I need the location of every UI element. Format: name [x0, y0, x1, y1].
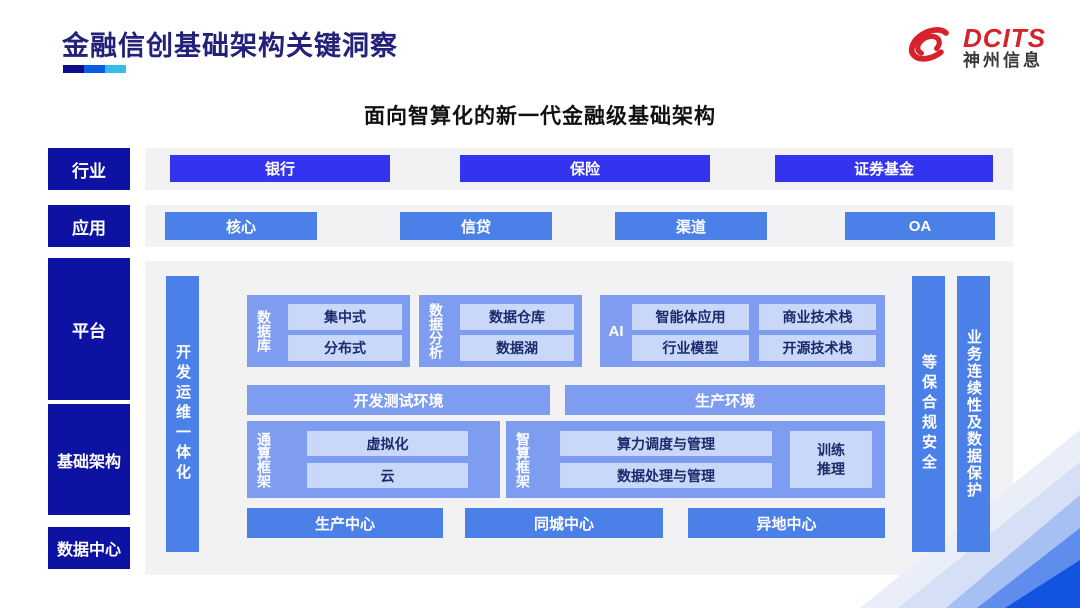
page-title: 金融信创基础架构关键洞察: [62, 31, 398, 61]
ai-item-industry-model: 行业模型: [632, 335, 749, 361]
application-item-credit: 信贷: [400, 212, 552, 240]
dcits-logo: DCITS 神州信息: [905, 20, 1046, 75]
database-item-distributed: 分布式: [288, 335, 402, 361]
general-framework-panel: 通算框架 虚拟化 云: [247, 421, 500, 498]
industry-row: 银行 保险 证券基金: [145, 148, 1013, 190]
intelligent-framework-panel: 智算框架 算力调度与管理 数据处理与管理 训练 推理: [506, 421, 885, 498]
general-item-virtualization: 虚拟化: [307, 431, 468, 456]
logo-brand-text: DCITS: [963, 22, 1046, 53]
center-remote: 异地中心: [688, 508, 885, 538]
database-panel: 数据库 集中式 分布式: [247, 295, 410, 367]
application-item-oa: OA: [845, 212, 995, 240]
diagram-subtitle: 面向智算化的新一代金融级基础架构: [364, 105, 716, 128]
production-environment-bar: 生产环境: [565, 385, 885, 415]
application-row: 核心 信贷 渠道 OA: [145, 205, 1013, 247]
analytics-panel-label: 数据分析: [428, 303, 444, 359]
ai-panel: AI 智能体应用 商业技术栈 行业模型 开源技术栈: [600, 295, 885, 367]
title-underline: [63, 65, 126, 73]
intelligent-item-compute-scheduling: 算力调度与管理: [560, 431, 772, 456]
center-same-city: 同城中心: [465, 508, 663, 538]
intelligent-framework-label: 智算框架: [515, 431, 531, 488]
dev-test-environment-bar: 开发测试环境: [247, 385, 550, 415]
layer-label-industry: 行业: [48, 148, 130, 190]
analytics-panel: 数据分析 数据仓库 数据湖: [419, 295, 582, 367]
application-item-core: 核心: [165, 212, 317, 240]
platform-container: 开发运维一体化 数据库 集中式 分布式 数据分析 数据仓库 数据湖 AI 智能体…: [145, 261, 1013, 575]
database-item-centralized: 集中式: [288, 304, 402, 330]
layer-label-application: 应用: [48, 205, 130, 247]
business-continuity-bar: 业务连续性及数据保护: [957, 276, 990, 552]
ai-item-opensource-stack: 开源技术栈: [759, 335, 876, 361]
security-compliance-bar: 等保合规安全: [912, 276, 945, 552]
industry-item-insurance: 保险: [460, 155, 710, 182]
ai-panel-label: AI: [608, 322, 624, 340]
analytics-item-lake: 数据湖: [460, 335, 574, 361]
layer-label-infrastructure: 基础架构: [48, 404, 130, 515]
center-production: 生产中心: [247, 508, 443, 538]
industry-item-securities: 证券基金: [775, 155, 993, 182]
ai-item-commercial-stack: 商业技术栈: [759, 304, 876, 330]
layer-label-datacenter: 数据中心: [48, 527, 130, 569]
dcits-swirl-icon: [905, 20, 955, 75]
general-framework-label: 通算框架: [256, 431, 272, 488]
layer-label-platform: 平台: [48, 258, 130, 400]
general-item-cloud: 云: [307, 463, 468, 488]
database-panel-label: 数据库: [256, 310, 272, 352]
intelligent-item-data-processing: 数据处理与管理: [560, 463, 772, 488]
analytics-item-warehouse: 数据仓库: [460, 304, 574, 330]
devops-vertical-bar: 开发运维一体化: [166, 276, 199, 552]
application-item-channel: 渠道: [615, 212, 767, 240]
industry-item-bank: 银行: [170, 155, 390, 182]
logo-company-text: 神州信息: [963, 51, 1043, 71]
intelligent-item-train-inference: 训练 推理: [790, 431, 872, 488]
ai-item-agent-app: 智能体应用: [632, 304, 749, 330]
